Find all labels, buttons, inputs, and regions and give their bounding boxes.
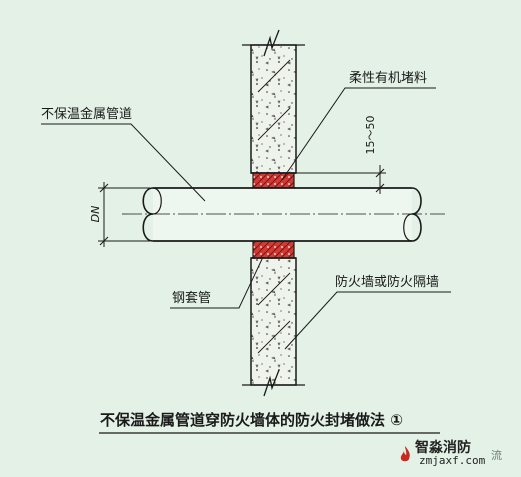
figure-title: 不保温金属管道穿防火墙体的防火封堵做法 ① — [100, 411, 403, 429]
leader-sleeve — [170, 256, 264, 309]
diameter-dimension — [98, 182, 150, 247]
label-sleeve: 钢套管 — [172, 290, 211, 306]
leader-pipe — [41, 123, 206, 202]
flame-logo-icon — [400, 446, 410, 462]
wall-upper — [250, 44, 297, 174]
gap-dimension — [296, 165, 386, 194]
leader-sealant — [281, 87, 436, 181]
sealant-top — [252, 172, 295, 189]
gap-dimension-label: 15～50 — [364, 116, 377, 155]
label-sealant: 柔性有机堵料 — [349, 71, 427, 86]
wall-lower — [250, 257, 297, 386]
metal-pipe — [142, 187, 422, 242]
label-pipe: 不保温金属管道 — [41, 106, 132, 122]
wall-break-symbol-top — [242, 29, 305, 57]
diameter-label: DN — [89, 206, 102, 223]
leader-wall — [284, 291, 451, 350]
label-wall: 防火墙或防火隔墙 — [335, 274, 439, 290]
watermark-url: zmjaxf.com — [419, 454, 486, 467]
watermark-faint-text: 流 — [491, 449, 502, 462]
watermark-brand: 智淼消防 — [415, 440, 471, 456]
watermark: 智淼消防 流 zmjaxf.com — [397, 437, 515, 471]
sealant-bottom — [252, 240, 295, 259]
wall-break-symbol-bottom — [242, 369, 305, 397]
